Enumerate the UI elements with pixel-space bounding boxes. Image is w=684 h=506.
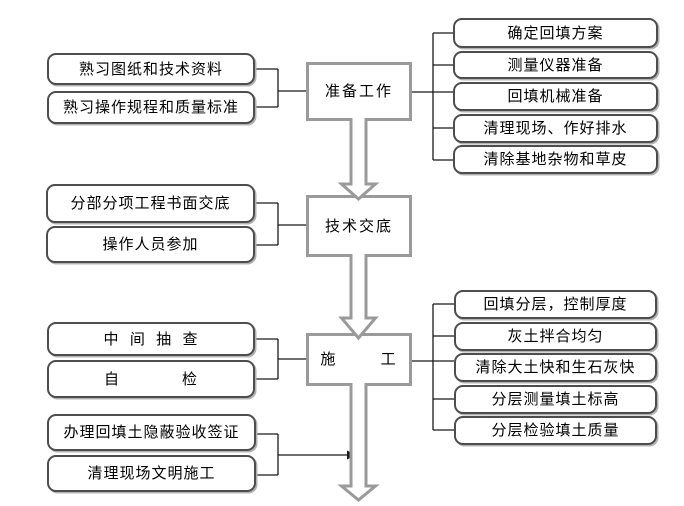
node-site-cleanup: 清理现场文明施工	[47, 455, 256, 492]
stage-construction: 施 工	[306, 333, 412, 386]
stage-disclosure: 技术交底	[306, 195, 412, 257]
node-intermediate-check: 中 间 抽 查	[47, 322, 255, 356]
flow-arrows	[337, 118, 380, 502]
node-lime-soil-mix: 灰土拌合均匀	[454, 322, 657, 351]
node-study-procedures: 熟习操作规程和质量标准	[47, 91, 255, 124]
node-survey-instruments: 测量仪器准备	[453, 51, 658, 79]
node-remove-debris: 清除基地杂物和草皮	[453, 145, 658, 174]
node-self-check: 自 检	[47, 360, 255, 398]
node-layer-quality: 分层检验填土质量	[454, 416, 657, 445]
node-layer-elevation: 分层测量填土标高	[454, 385, 657, 414]
node-site-clearing-drainage: 清理现场、作好排水	[453, 114, 658, 143]
node-written-disclosure: 分部分项工程书面交底	[46, 184, 255, 223]
node-remove-clods: 清除大土快和生石灰快	[454, 353, 657, 382]
node-study-drawings: 熟习图纸和技术资料	[47, 53, 255, 85]
flow-arrow-down-2-icon	[338, 254, 379, 341]
node-operators-participate: 操作人员参加	[46, 226, 255, 263]
node-concealed-acceptance: 办理回填土隐蔽验收签证	[47, 414, 256, 451]
flow-arrow-down-3-icon	[337, 383, 380, 502]
node-fill-plan: 确定回填方案	[453, 18, 658, 48]
node-fill-machinery: 回填机械准备	[453, 82, 658, 111]
connector-lines	[255, 32, 454, 476]
node-layered-fill-thickness: 回填分层，控制厚度	[454, 290, 657, 319]
flow-arrow-down-1-icon	[337, 118, 380, 202]
